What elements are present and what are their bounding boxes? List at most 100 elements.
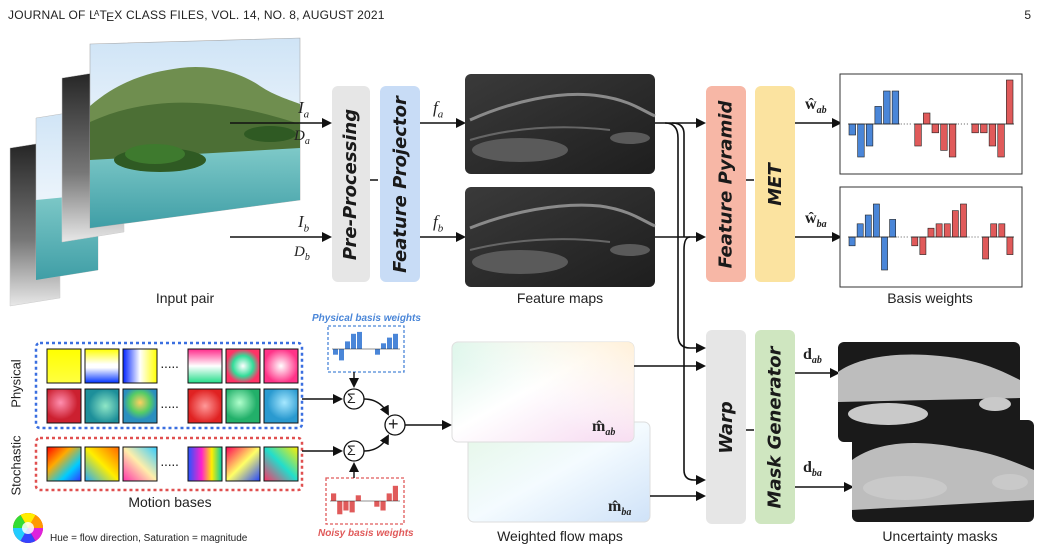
label-ib-sub: b <box>303 222 310 235</box>
label-mba-base: m̂ <box>608 498 622 515</box>
label-wab-sub: ab <box>816 105 827 117</box>
uncertainty-mask-ba <box>852 420 1034 522</box>
header-latex-a: A <box>93 9 100 18</box>
label-ia-sub: a <box>303 108 310 121</box>
noisy-basis-weights-mini-chart <box>325 477 405 525</box>
pre-processing-block: Pre-Processing <box>332 86 370 282</box>
bar <box>856 223 864 238</box>
bar <box>848 123 856 136</box>
mini-bar <box>339 349 344 361</box>
pre-processing-label: Pre-Processing <box>340 108 362 260</box>
header-latex-t: T <box>99 8 108 22</box>
caption-motion-bases: Motion bases <box>128 494 212 510</box>
label-wba: ŵba <box>805 210 827 230</box>
bar <box>923 112 931 125</box>
caption-feature-maps: Feature maps <box>516 290 604 306</box>
label-wab-base: ŵ <box>805 96 817 113</box>
feature-projector-block: Feature Projector <box>380 86 420 282</box>
bar <box>914 123 922 147</box>
mini-bar <box>380 501 386 511</box>
stochastic-bases-frame <box>34 436 304 492</box>
label-da-base: D <box>294 128 305 144</box>
plus-sign: + <box>388 414 399 434</box>
mini-bar <box>337 501 343 515</box>
feature-map-b <box>465 187 656 287</box>
bar <box>883 90 891 125</box>
running-header: JOURNAL OF LATEX CLASS FILES, VOL. 14, N… <box>8 8 385 24</box>
mini-bar <box>386 493 392 501</box>
label-db-sub: b <box>304 252 310 263</box>
feature-pyramid-block: Feature Pyramid <box>706 86 746 282</box>
uncertainty-mask-ab <box>838 342 1020 442</box>
bar <box>927 227 935 238</box>
label-dba: dba <box>803 459 822 479</box>
mini-bar <box>374 501 380 507</box>
label-dab-base: d <box>803 346 812 363</box>
input-pair-stack <box>9 37 301 307</box>
bar <box>960 203 967 238</box>
feature-map-a <box>465 74 656 174</box>
met-label: MET <box>764 162 786 206</box>
feature-projector-label: Feature Projector <box>389 95 411 273</box>
noisy-basis-weights-label: Noisy basis weights <box>318 528 414 539</box>
physical-row1-ellipsis: ····· <box>160 358 179 374</box>
bar <box>1006 79 1014 125</box>
label-dba-sub: ba <box>811 468 822 480</box>
label-wba-base: ŵ <box>805 210 817 227</box>
physical-row2-ellipsis: ····· <box>160 398 179 414</box>
bar <box>940 123 948 151</box>
label-mab: m̂ab <box>592 418 615 438</box>
label-ia: Ia <box>298 98 309 120</box>
bar <box>990 223 998 238</box>
mask-generator-label: Mask Generator <box>764 346 786 508</box>
bar <box>848 236 856 247</box>
caption-uncertainty-masks: Uncertainty masks <box>882 528 998 544</box>
label-mab-sub: ab <box>605 427 616 439</box>
bar <box>997 123 1005 158</box>
bar <box>874 106 882 125</box>
stochastic-ellipsis: ····· <box>160 456 179 472</box>
label-dab-sub: ab <box>811 355 822 367</box>
mini-bar <box>349 501 355 513</box>
label-dba-base: d <box>803 459 812 476</box>
label-ia-base: I <box>298 98 304 117</box>
label-ib: Ib <box>298 212 309 234</box>
label-fa-base: f <box>433 98 438 117</box>
weighted-flow-map-ab <box>451 341 635 443</box>
label-fb-sub: b <box>437 222 444 235</box>
label-ib-base: I <box>298 212 304 231</box>
mini-bar <box>331 493 337 501</box>
label-wba-sub: ba <box>816 219 827 231</box>
bar <box>864 214 872 238</box>
bar <box>1006 236 1014 255</box>
mini-bar <box>357 331 362 349</box>
label-dab: dab <box>803 346 822 366</box>
feature-pyramid-label: Feature Pyramid <box>715 100 737 268</box>
label-db-base: D <box>294 244 305 260</box>
hue-legend-text: Hue = flow direction, Saturation = magni… <box>50 533 248 544</box>
warp-label: Warp <box>715 400 737 454</box>
label-fa-sub: a <box>437 108 444 121</box>
bar <box>948 123 957 158</box>
mini-bar <box>387 337 392 349</box>
mini-bar <box>345 341 350 349</box>
label-da: Da <box>294 128 310 147</box>
bar <box>943 223 951 238</box>
label-db: Db <box>294 244 310 263</box>
mini-bar <box>343 501 349 511</box>
bar <box>982 236 989 260</box>
bar <box>889 219 897 238</box>
motion-bases <box>34 341 304 492</box>
bar <box>865 123 874 147</box>
label-da-sub: a <box>304 136 310 147</box>
bar <box>935 223 943 238</box>
mini-bar <box>393 333 398 349</box>
mini-bar <box>381 343 386 349</box>
bar <box>919 236 927 255</box>
physical-basis-weights-mini-chart <box>327 325 405 373</box>
label-mba: m̂ba <box>608 498 631 518</box>
page-number: 5 <box>1024 8 1031 22</box>
bar <box>980 123 988 134</box>
physical-label: Physical <box>8 359 24 408</box>
